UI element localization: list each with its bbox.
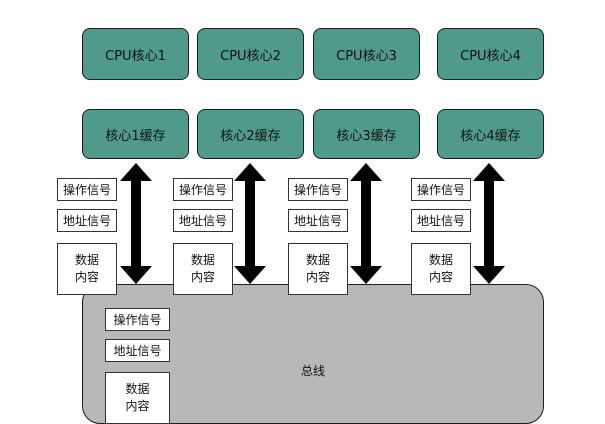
double-arrow-1 bbox=[120, 163, 152, 284]
cpu-core-1: CPU核心1 bbox=[82, 28, 189, 80]
op-signal-4: 操作信号 bbox=[411, 178, 471, 201]
op-signal-3: 操作信号 bbox=[288, 178, 348, 201]
double-arrow-3 bbox=[350, 163, 382, 284]
core-3-cache: 核心3缓存 bbox=[313, 109, 420, 159]
core-4-cache: 核心4缓存 bbox=[437, 109, 544, 159]
data-content-3: 数据 内容 bbox=[288, 243, 348, 295]
op-signal-2: 操作信号 bbox=[173, 178, 233, 201]
data-content-2: 数据 内容 bbox=[173, 243, 233, 295]
double-arrow-4 bbox=[473, 163, 505, 284]
data-line: 数据 bbox=[305, 253, 330, 267]
bus-label: 总线 bbox=[301, 364, 326, 378]
cpu-core-2: CPU核心2 bbox=[197, 28, 304, 80]
core-2-cache: 核心2缓存 bbox=[197, 109, 304, 159]
data-line: 数据 bbox=[428, 253, 453, 267]
op-signal-1: 操作信号 bbox=[57, 178, 117, 201]
data-line: 数据 bbox=[74, 253, 99, 267]
addr-signal-1: 地址信号 bbox=[57, 209, 117, 232]
content-line: 内容 bbox=[190, 270, 215, 284]
addr-signal-3: 地址信号 bbox=[288, 209, 348, 232]
double-arrow-2 bbox=[234, 163, 266, 284]
bus-op-signal: 操作信号 bbox=[105, 308, 170, 331]
cpu-core-3: CPU核心3 bbox=[313, 28, 420, 80]
data-content-1: 数据 内容 bbox=[57, 243, 117, 295]
data-line: 数据 bbox=[190, 253, 215, 267]
data-line: 数据 bbox=[125, 382, 150, 396]
core-1-cache: 核心1缓存 bbox=[82, 109, 189, 159]
addr-signal-2: 地址信号 bbox=[173, 209, 233, 232]
content-line: 内容 bbox=[125, 399, 150, 413]
data-content-4: 数据 内容 bbox=[411, 243, 471, 295]
bus-addr-signal: 地址信号 bbox=[105, 339, 170, 362]
content-line: 内容 bbox=[305, 270, 330, 284]
content-line: 内容 bbox=[74, 270, 99, 284]
addr-signal-4: 地址信号 bbox=[411, 209, 471, 232]
cpu-core-4: CPU核心4 bbox=[437, 28, 544, 80]
arrows-layer bbox=[120, 163, 505, 284]
content-line: 内容 bbox=[428, 270, 453, 284]
